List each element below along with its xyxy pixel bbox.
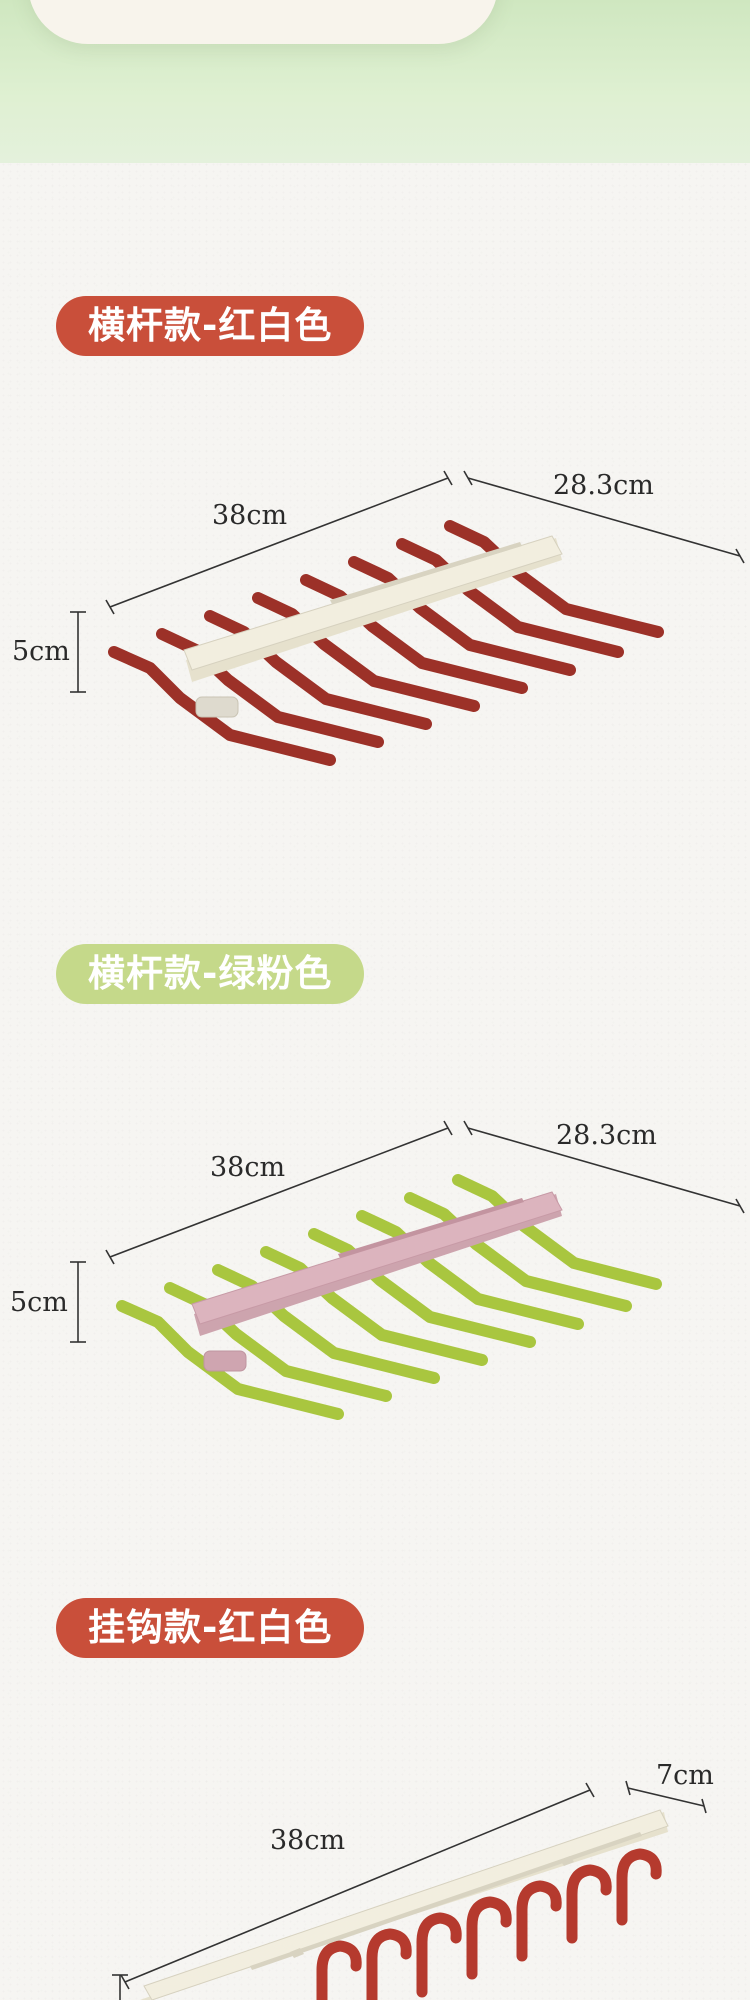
product-image-hook-red-white (112, 1780, 707, 2000)
height-dimension-label: 5cm (10, 1287, 68, 1318)
cross-bar (191, 1191, 563, 1372)
hooks (108, 520, 664, 766)
width-dimension-label: 38cm (210, 1152, 286, 1183)
width-dimension-label: 38cm (212, 500, 288, 531)
depth-dimension-label: 28.3cm (553, 470, 654, 501)
product-image-green-pink (70, 1120, 745, 1420)
product-image-red-white (70, 470, 745, 766)
depth-dimension-label: 28.3cm (556, 1120, 657, 1151)
section-label-green-pink: 横杆款-绿粉色 (56, 944, 365, 1004)
section-label-red-white: 横杆款-红白色 (56, 296, 365, 356)
hooks (316, 1848, 662, 2000)
hero-card (28, 0, 498, 44)
hero-background (0, 0, 750, 163)
dimension-lines (70, 470, 745, 693)
depth-dimension-label: 7cm (656, 1760, 714, 1791)
dimension-lines (70, 1120, 745, 1343)
height-dimension-label: 5cm (12, 636, 70, 667)
section-label-hook-red-white: 挂钩款-红白色 (56, 1598, 365, 1658)
dimension-lines (112, 1780, 707, 2000)
cross-bar (183, 535, 563, 718)
hook-bar (140, 1809, 669, 2000)
width-dimension-label: 38cm (270, 1825, 346, 1856)
hooks (116, 1174, 662, 1420)
